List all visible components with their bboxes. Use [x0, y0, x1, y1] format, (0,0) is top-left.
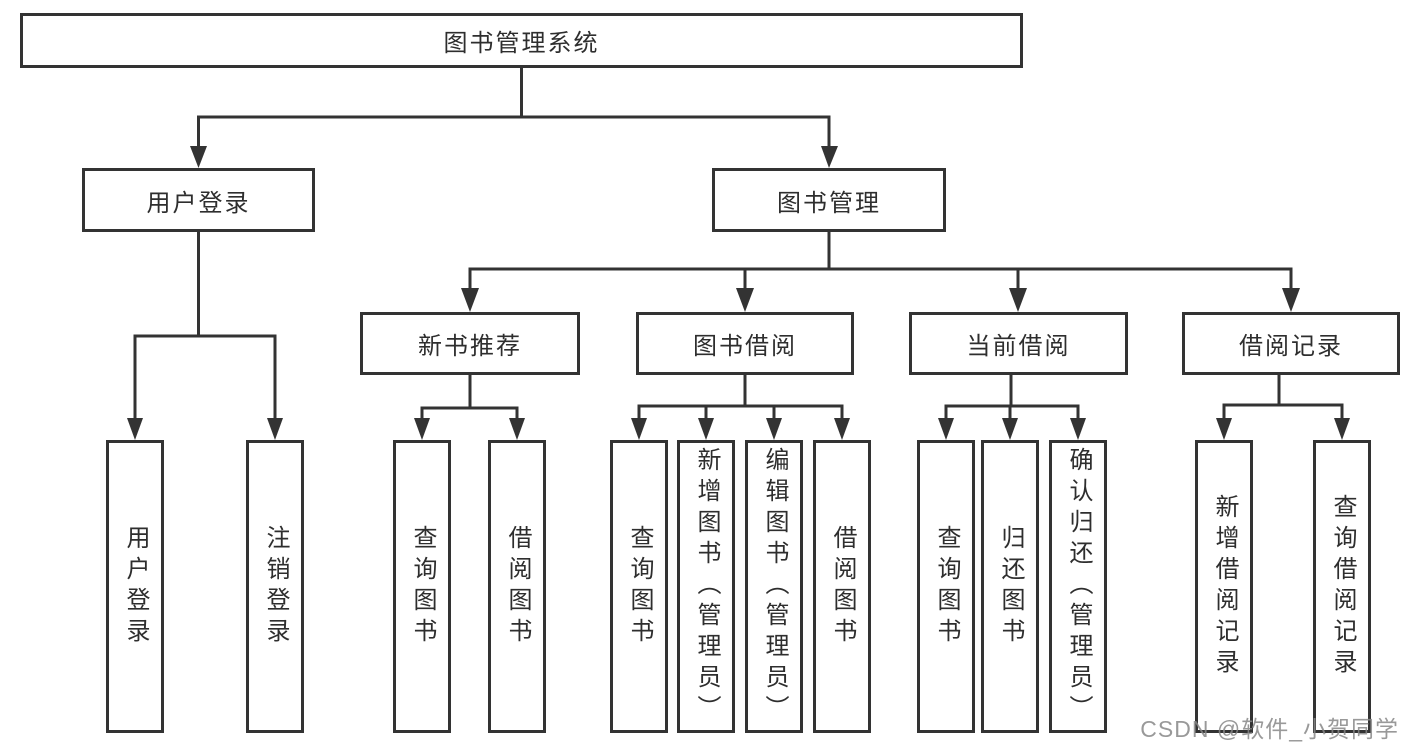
node-user-login: 用户登录 [82, 168, 315, 232]
leaf-user-login: 用户登录 [106, 440, 164, 733]
leaf-query-books-borrowing: 查询图书 [610, 440, 668, 733]
leaf-borrow-books-borrowing: 借阅图书 [813, 440, 871, 733]
leaf-label: 新增图书（管理员） [693, 447, 720, 726]
leaf-label: 归还图书 [997, 524, 1024, 649]
leaf-query-books-recommend: 查询图书 [393, 440, 451, 733]
leaf-label: 注销登录 [262, 524, 289, 649]
leaf-label: 查询借阅记录 [1329, 493, 1356, 680]
leaf-label: 查询图书 [933, 524, 960, 649]
node-library-system: 图书管理系统 [20, 13, 1023, 68]
leaf-logout: 注销登录 [246, 440, 304, 733]
leaf-label: 编辑图书（管理员） [761, 447, 788, 726]
leaf-add-book-admin: 新增图书（管理员） [677, 440, 735, 733]
leaf-label: 查询图书 [626, 524, 653, 649]
node-book-borrowing: 图书借阅 [636, 312, 854, 375]
node-new-book-recommend: 新书推荐 [360, 312, 580, 375]
node-current-borrowing: 当前借阅 [909, 312, 1128, 375]
leaf-label: 确认归还（管理员） [1065, 447, 1092, 726]
node-borrowing-records: 借阅记录 [1182, 312, 1400, 375]
leaf-borrow-books-recommend: 借阅图书 [488, 440, 546, 733]
arrowheads [127, 146, 1350, 440]
leaf-add-borrow-record: 新增借阅记录 [1195, 440, 1253, 733]
leaf-label: 借阅图书 [829, 524, 856, 649]
leaf-label: 用户登录 [122, 524, 149, 649]
leaf-query-books-current: 查询图书 [917, 440, 975, 733]
leaf-label: 查询图书 [409, 524, 436, 649]
leaf-edit-book-admin: 编辑图书（管理员） [745, 440, 803, 733]
leaf-return-books: 归还图书 [981, 440, 1039, 733]
leaf-label: 新增借阅记录 [1211, 493, 1238, 680]
leaf-confirm-return-admin: 确认归还（管理员） [1049, 440, 1107, 733]
node-book-management: 图书管理 [712, 168, 946, 232]
leaf-label: 借阅图书 [504, 524, 531, 649]
leaf-query-borrow-record: 查询借阅记录 [1313, 440, 1371, 733]
